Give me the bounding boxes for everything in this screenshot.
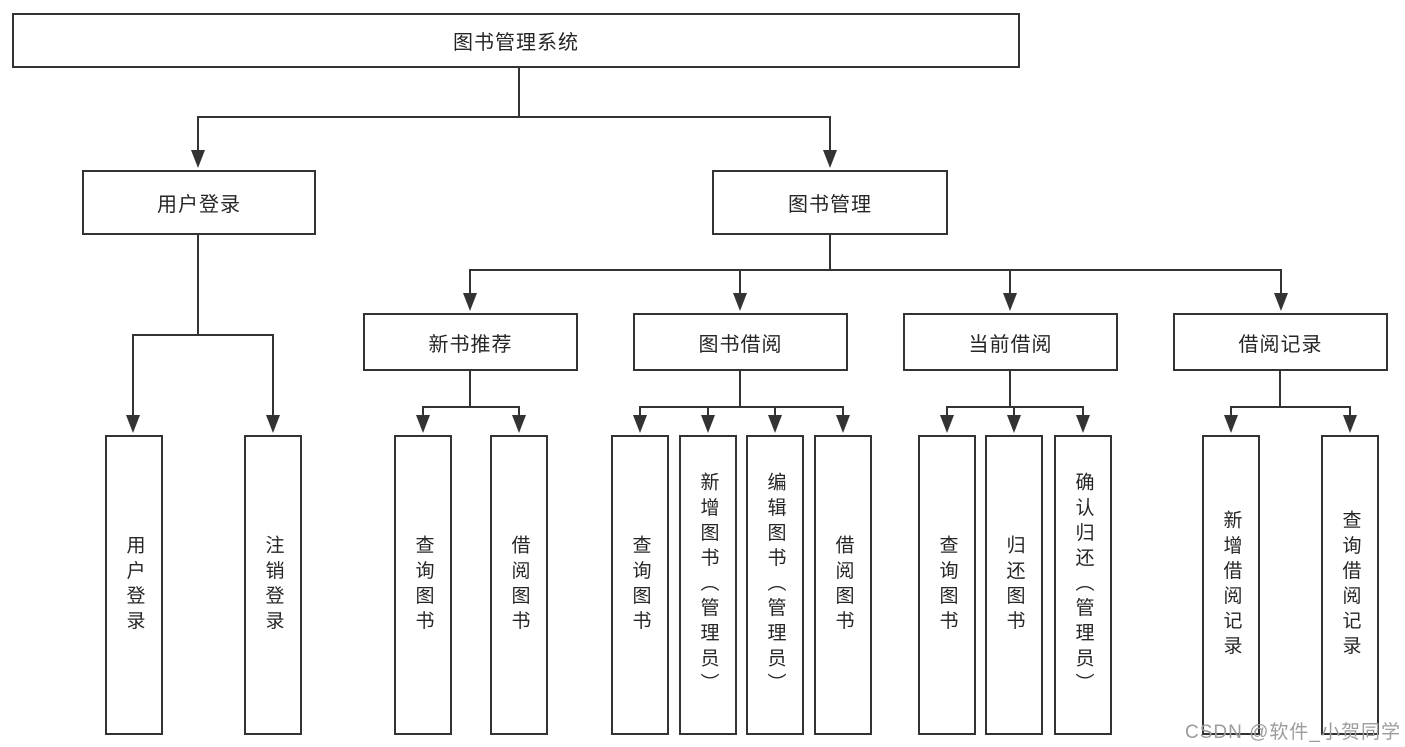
connector-line xyxy=(1230,406,1232,415)
node-leaf-nbr-borrow-books-label: 借阅图书 xyxy=(508,534,530,636)
arrowhead-icon xyxy=(1003,293,1017,311)
connector-line xyxy=(469,371,471,408)
node-leaf-user-login-label: 用户登录 xyxy=(123,534,145,636)
node-new-book-recommend: 新书推荐 xyxy=(363,313,578,371)
node-leaf-nbr-query-books: 查询图书 xyxy=(394,435,452,735)
node-leaf-br-query-record-label: 查询借阅记录 xyxy=(1339,509,1361,661)
connector-line xyxy=(829,235,831,271)
connector-line xyxy=(422,406,520,408)
node-leaf-cb-return-books: 归还图书 xyxy=(985,435,1043,735)
connector-line xyxy=(1280,269,1282,293)
arrowhead-icon xyxy=(940,415,954,433)
arrowhead-icon xyxy=(701,415,715,433)
arrowhead-icon xyxy=(1076,415,1090,433)
connector-line xyxy=(272,334,274,415)
node-leaf-br-query-record: 查询借阅记录 xyxy=(1321,435,1379,735)
connector-line xyxy=(132,334,134,415)
connector-line xyxy=(197,116,199,150)
node-leaf-nbr-borrow-books: 借阅图书 xyxy=(490,435,548,735)
arrowhead-icon xyxy=(1007,415,1021,433)
connector-line xyxy=(639,406,641,415)
node-new-book-recommend-label: 新书推荐 xyxy=(428,333,513,356)
connector-line xyxy=(1009,269,1011,293)
connector-line xyxy=(469,269,471,293)
node-current-borrowing-label: 当前借阅 xyxy=(968,333,1053,356)
arrowhead-icon xyxy=(633,415,647,433)
connector-line xyxy=(946,406,1084,408)
node-leaf-cb-query-books: 查询图书 xyxy=(918,435,976,735)
node-leaf-logout: 注销登录 xyxy=(244,435,302,735)
connector-line xyxy=(469,269,1282,271)
arrowhead-icon xyxy=(733,293,747,311)
connector-line xyxy=(946,406,948,415)
connector-line xyxy=(422,406,424,415)
node-leaf-logout-label: 注销登录 xyxy=(262,534,284,636)
connector-line xyxy=(774,406,776,415)
connector-line xyxy=(739,269,741,293)
node-user-login: 用户登录 xyxy=(82,170,316,235)
arrowhead-icon xyxy=(1224,415,1238,433)
node-borrowing-records-label: 借阅记录 xyxy=(1238,333,1323,356)
node-book-management-label: 图书管理 xyxy=(788,194,872,216)
node-leaf-cb-return-books-label: 归还图书 xyxy=(1003,534,1025,636)
node-borrowing-records: 借阅记录 xyxy=(1173,313,1388,371)
node-leaf-bb-query-books: 查询图书 xyxy=(611,435,669,735)
arrowhead-icon xyxy=(768,415,782,433)
arrowhead-icon xyxy=(836,415,850,433)
node-book-borrowing: 图书借阅 xyxy=(633,313,848,371)
arrowhead-icon xyxy=(823,150,837,168)
connector-line xyxy=(1009,371,1011,408)
connector-line xyxy=(1349,406,1351,415)
connector-line xyxy=(518,406,520,415)
connector-line xyxy=(639,406,844,408)
node-current-borrowing: 当前借阅 xyxy=(903,313,1118,371)
node-root-label: 图书管理系统 xyxy=(453,32,579,54)
arrowhead-icon xyxy=(1274,293,1288,311)
node-leaf-cb-query-books-label: 查询图书 xyxy=(936,534,958,636)
arrowhead-icon xyxy=(1343,415,1357,433)
node-leaf-bb-edit-books-label: 编辑图书（管理员） xyxy=(764,472,786,698)
node-leaf-bb-borrow-books: 借阅图书 xyxy=(814,435,872,735)
csdn-watermark: CSDN @软件_小贺同学 xyxy=(1185,722,1401,743)
node-book-management: 图书管理 xyxy=(712,170,948,235)
node-leaf-br-add-record: 新增借阅记录 xyxy=(1202,435,1260,735)
arrowhead-icon xyxy=(463,293,477,311)
connector-line xyxy=(1013,406,1015,415)
node-leaf-bb-add-books-label: 新增图书（管理员） xyxy=(697,472,719,698)
node-leaf-cb-confirm-return-label: 确认归还（管理员） xyxy=(1072,472,1094,698)
node-leaf-user-login: 用户登录 xyxy=(105,435,163,735)
connector-line xyxy=(1230,406,1351,408)
arrowhead-icon xyxy=(266,415,280,433)
arrowhead-icon xyxy=(512,415,526,433)
node-user-login-label: 用户登录 xyxy=(157,194,241,216)
connector-line xyxy=(707,406,709,415)
arrowhead-icon xyxy=(191,150,205,168)
connector-line xyxy=(829,116,831,150)
node-book-borrowing-label: 图书借阅 xyxy=(698,333,783,356)
node-leaf-cb-confirm-return: 确认归还（管理员） xyxy=(1054,435,1112,735)
node-leaf-bb-edit-books: 编辑图书（管理员） xyxy=(746,435,804,735)
connector-line xyxy=(842,406,844,415)
connector-line xyxy=(1279,371,1281,408)
node-leaf-bb-borrow-books-label: 借阅图书 xyxy=(832,534,854,636)
connector-line xyxy=(132,334,274,336)
node-leaf-bb-add-books: 新增图书（管理员） xyxy=(679,435,737,735)
node-leaf-nbr-query-books-label: 查询图书 xyxy=(412,534,434,636)
node-root: 图书管理系统 xyxy=(12,13,1020,68)
arrowhead-icon xyxy=(126,415,140,433)
connector-line xyxy=(1082,406,1084,415)
arrowhead-icon xyxy=(416,415,430,433)
connector-line xyxy=(197,235,199,336)
connector-line xyxy=(518,68,520,118)
node-leaf-bb-query-books-label: 查询图书 xyxy=(629,534,651,636)
node-leaf-br-add-record-label: 新增借阅记录 xyxy=(1220,509,1242,661)
connector-line xyxy=(739,371,741,408)
connector-line xyxy=(197,116,831,118)
